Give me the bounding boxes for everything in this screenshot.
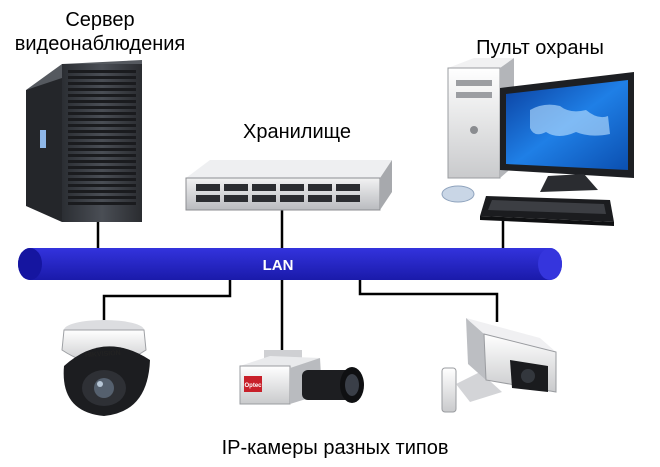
security-console-label: Пульт охраны xyxy=(476,37,604,59)
server-label: Сервер видеонаблюдения xyxy=(14,9,186,55)
wires xyxy=(96,210,505,356)
keyboard xyxy=(480,196,614,226)
box-camera: Optec xyxy=(239,350,364,405)
security-console xyxy=(441,58,634,226)
dome-camera: HIKVISION xyxy=(61,320,150,416)
lan-bus: LAN xyxy=(18,248,562,280)
dome-camera-wire xyxy=(102,280,232,322)
dome-brand: HIKVISION xyxy=(85,350,121,359)
storage-rack xyxy=(185,160,392,211)
mouse xyxy=(441,185,475,203)
ip-cameras-label: IP-камеры разных типов xyxy=(221,437,449,459)
server-tower xyxy=(26,60,142,222)
box-brand: Optec xyxy=(244,383,262,389)
monitor xyxy=(500,72,634,192)
bullet-camera xyxy=(441,318,557,413)
bullet-camera-wire xyxy=(358,280,499,322)
lan-label: LAN xyxy=(263,257,294,274)
storage-label: Хранилище xyxy=(243,121,351,143)
